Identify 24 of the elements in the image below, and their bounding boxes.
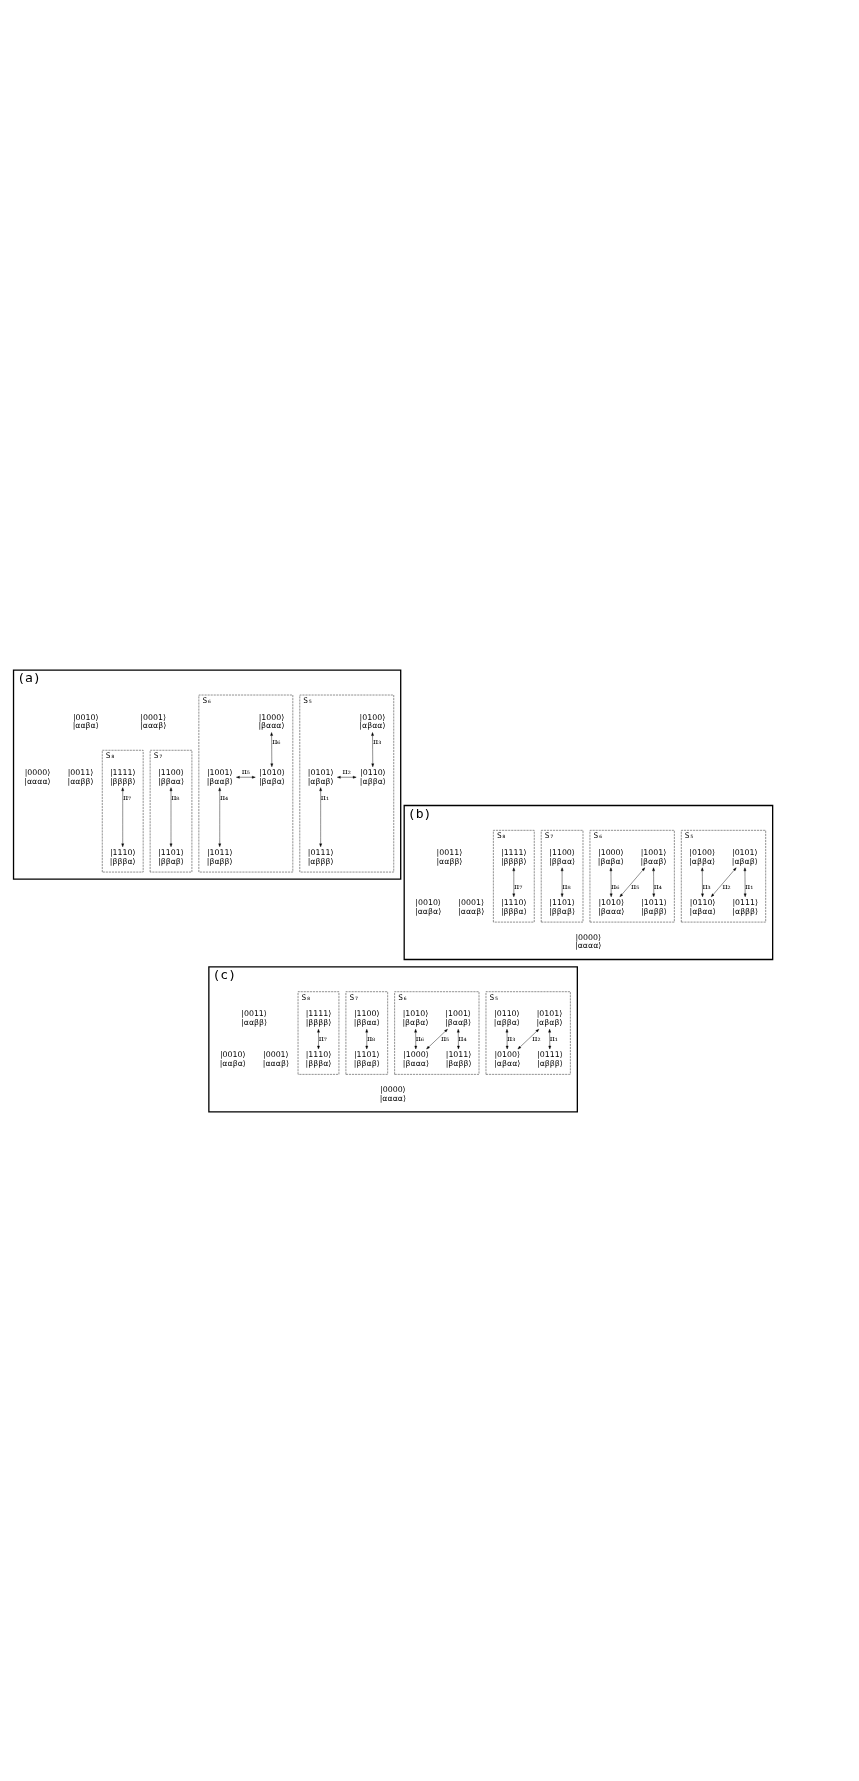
arrow	[365, 1028, 369, 1049]
arrow	[457, 1028, 460, 1049]
arrow	[236, 775, 256, 778]
arrow	[652, 867, 656, 897]
arrow	[169, 787, 173, 847]
arrow	[317, 1028, 320, 1049]
arrow	[319, 787, 322, 847]
arrow	[512, 867, 516, 897]
arrow	[371, 731, 375, 767]
arrow	[560, 867, 564, 897]
arrow	[414, 1028, 418, 1049]
arrow	[743, 867, 747, 897]
arrow	[218, 787, 221, 847]
arrow	[548, 1028, 552, 1049]
arrow	[270, 731, 274, 767]
arrow	[609, 867, 613, 897]
arrow	[711, 867, 737, 897]
arrow	[517, 1028, 540, 1049]
arrow	[426, 1028, 448, 1049]
arrow	[505, 1028, 509, 1049]
arrow	[619, 867, 646, 897]
arrow	[337, 775, 357, 778]
arrow	[121, 787, 124, 847]
arrow	[701, 867, 704, 897]
